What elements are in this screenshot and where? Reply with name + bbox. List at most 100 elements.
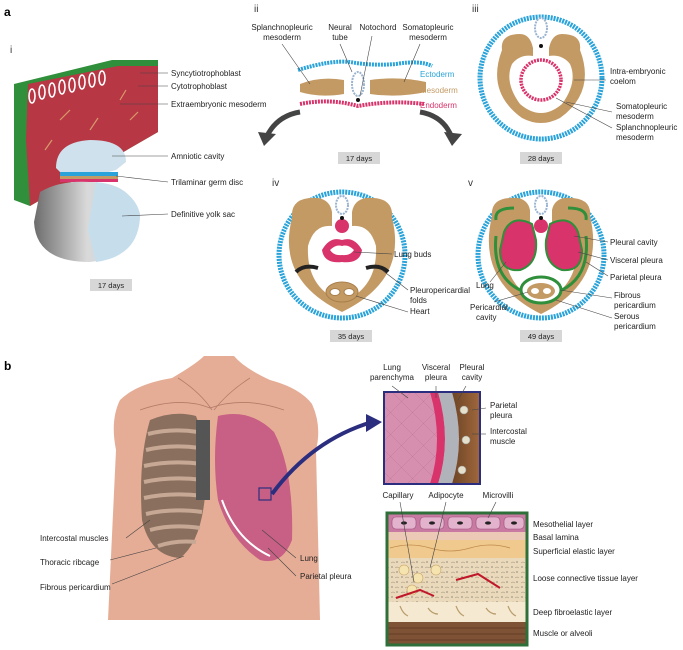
panel-b-letter: b [4,359,11,373]
label-intercostal-muscles: Intercostal muscles [40,534,108,543]
histology-leaders [399,501,497,583]
label-visceral-pleura: Visceral pleura [610,256,663,265]
implantation-illustration [14,60,158,262]
label-capillary: Capillary [382,491,413,500]
panel-iii-labels: Intra-embryonic coelom Somatopleuric mes… [610,67,677,142]
label-lung-buds: Lung buds [394,250,431,259]
label-deep-fibroelastic: Deep fibroelastic layer [533,608,612,617]
label-definitive-yolk-sac: Definitive yolk sac [171,210,235,219]
torso-labels: Intercostal muscles Thoracic ribcage Fib… [40,534,352,592]
pleura-zoom-box [383,391,481,485]
histology-section [385,511,529,647]
panel-v-leaders [489,235,613,319]
label-ii-somato-2: mesoderm [409,33,447,42]
label-parietal-pleura-b: Parietal pleura [300,572,352,581]
label-trilaminar-germ-disc: Trilaminar germ disc [171,178,243,187]
days-text-iv: 35 days [338,332,365,341]
days-text-i: 17 days [98,281,125,290]
panel-i-labels: Syncytiotrophoblast Cytotrophoblast Extr… [171,69,267,219]
label-thoracic-ribcage: Thoracic ribcage [40,558,100,567]
days-badge-v [520,330,562,342]
trilaminar-disc-illustration [258,59,462,146]
label-iii-somato-1: Somatopleuric [616,102,667,111]
panel-i-leaders [112,72,169,217]
torso-leaders [109,519,297,585]
panel-ii-leaders [281,35,421,97]
label-extraembryonic-mesoderm: Extraembryonic mesoderm [171,100,267,109]
label-muscle-alveoli: Muscle or alveoli [533,629,593,638]
panel-a-letter: a [4,5,11,19]
label-ii-somato-1: Somatopleuric [402,23,453,32]
embryo-49-days-illustration [475,189,607,321]
days-badge-iv [330,330,372,342]
days-text-ii: 17 days [346,154,373,163]
label-lung-parenchyma-2: parenchyma [370,373,415,382]
label-pleural-1: Pleural [460,363,485,372]
label-zoom-parietal-2: pleura [490,411,513,420]
label-iii-coelom-1: Intra-embryonic [610,67,666,76]
label-lung-parenchyma-1: Lung [383,363,401,372]
label-pleural-2: cavity [462,373,482,382]
histology-layer-labels: Mesothelial layer Basal lamina Superfici… [533,520,638,638]
label-ii-neural-2: tube [332,33,348,42]
label-superficial-elastic: Superficial elastic layer [533,547,615,556]
label-cytotrophoblast: Cytotrophoblast [171,82,228,91]
panel-iii-numeral: iii [472,4,479,15]
label-visceral-2: pleura [425,373,448,382]
panel-iv-leaders [353,251,409,313]
label-ii-notochord: Notochord [360,23,397,32]
zoom-leaders [391,385,487,435]
panel-iii-leaders [555,79,613,129]
histology-top-labels: Capillary Adipocyte Microvilli [382,491,513,500]
label-fibrous-2: pericardium [614,301,656,310]
label-parietal-pleura: Parietal pleura [610,273,662,282]
label-basal-lamina: Basal lamina [533,533,579,542]
label-iii-splanchno-2: mesoderm [616,133,654,142]
label-pleural-cavity: Pleural cavity [610,238,658,247]
label-adipocyte: Adipocyte [428,491,464,500]
label-amniotic-cavity: Amniotic cavity [171,152,224,161]
label-iii-coelom-2: coelom [610,77,636,86]
label-ectoderm: Ectoderm [420,70,455,79]
label-pleuropericardial-1: Pleuropericardial [410,286,470,295]
label-heart: Heart [410,307,430,316]
label-pericardial-2: cavity [476,313,496,322]
days-badge-i [90,279,132,291]
label-microvilli: Microvilli [483,491,514,500]
label-mesoderm: Mesoderm [420,86,458,95]
days-text-v: 49 days [528,332,555,341]
label-serous-2: pericardium [614,322,656,331]
label-mesothelial-layer: Mesothelial layer [533,520,593,529]
panel-i-numeral: i [10,45,12,56]
torso-illustration [108,356,382,620]
label-endoderm: Endoderm [420,101,457,110]
panel-ii-numeral: ii [254,4,258,15]
panel-v-numeral: v [468,178,473,189]
label-fibrous-pericardium: Fibrous pericardium [40,583,111,592]
label-zoom-intercostal-1: Intercostal [490,427,527,436]
label-iii-somato-2: mesoderm [616,112,654,121]
label-ii-splanchno-2: mesoderm [263,33,301,42]
label-fibrous-1: Fibrous [614,291,641,300]
label-v-lung: Lung [476,281,494,290]
label-serous-1: Serous [614,312,639,321]
label-syncytiotrophoblast: Syncytiotrophoblast [171,69,242,78]
days-badge-iii [520,152,562,164]
panel-ii-top-labels: Splanchnopleuric mesoderm Neural tube No… [251,23,453,42]
label-iii-splanchno-1: Splanchnopleuric [616,123,677,132]
label-lung: Lung [300,554,318,563]
label-zoom-intercostal-2: muscle [490,437,516,446]
days-badge-ii [338,152,380,164]
label-ii-splanchno-1: Splanchnopleuric [251,23,312,32]
panel-v-labels: Pleural cavity Visceral pleura Parietal … [470,238,663,331]
label-pericardial-1: Pericardial [470,303,508,312]
embryo-28-days-illustration [477,14,605,142]
zoom-labels: Lung parenchyma Visceral pleura Pleural … [370,363,527,446]
days-text-iii: 28 days [528,154,555,163]
label-pleuropericardial-2: folds [410,296,427,305]
label-loose-connective: Loose connective tissue layer [533,574,638,583]
label-visceral-1: Visceral [422,363,451,372]
label-ii-neural-1: Neural [328,23,352,32]
embryo-35-days-illustration [276,189,408,321]
